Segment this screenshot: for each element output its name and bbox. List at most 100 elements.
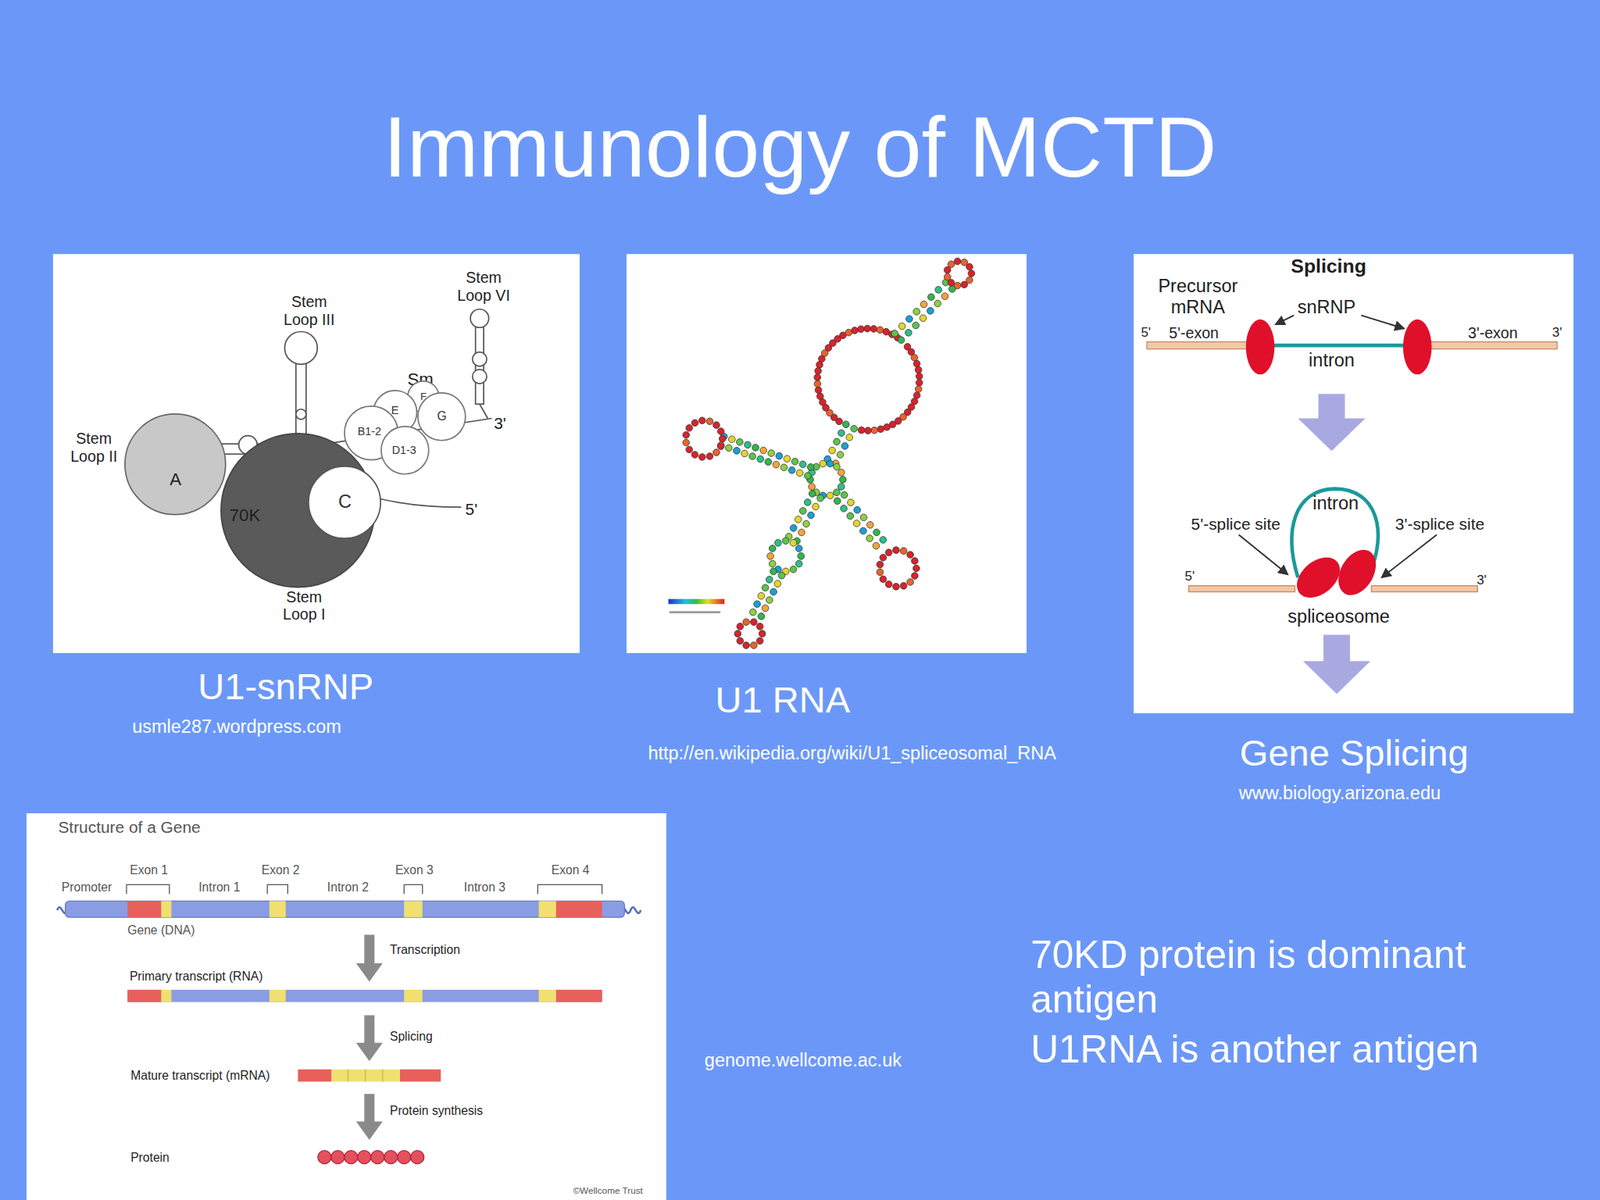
nucleotide-dot — [864, 427, 872, 435]
node-label: D1-3 — [392, 444, 417, 456]
nucleotide-dot — [866, 535, 874, 543]
nucleotide-dot — [943, 273, 951, 281]
stem-loop — [171, 443, 298, 454]
nucleotide-dot — [767, 450, 775, 458]
nucleotide-dot — [757, 455, 765, 463]
nucleotide-dot — [768, 545, 776, 553]
stem-bulge — [239, 435, 258, 455]
nucleotide-dot — [796, 469, 804, 477]
nucleotide-dot — [885, 581, 893, 589]
nucleotide-dot — [713, 421, 721, 429]
nucleotide-dot — [774, 580, 782, 588]
nucleotide-dot — [717, 442, 725, 450]
nucleotide-dot — [765, 576, 773, 584]
nucleotide-dot — [728, 435, 736, 443]
node-label: C — [338, 492, 352, 512]
pointer-arrow — [1381, 534, 1437, 578]
node-circle-shape — [308, 465, 381, 538]
figure-caption: Gene Splicing — [1239, 732, 1469, 775]
intron-label: Intron 2 — [327, 880, 369, 895]
node-label: 70K — [229, 506, 261, 524]
exon-segment — [403, 900, 423, 918]
process-arrow — [356, 1093, 383, 1140]
exon-segment — [556, 900, 603, 918]
protein-a-circle: A — [124, 413, 227, 516]
node-outline — [124, 413, 227, 516]
sm-protein-circle: D1-3 — [380, 425, 430, 475]
nucleotide-dot — [783, 455, 791, 463]
nucleotide-dot — [750, 618, 758, 626]
nucleotide-dot — [947, 260, 955, 268]
exon-label: Exon 1 — [129, 863, 168, 878]
gene-panel — [26, 813, 667, 1200]
stem-bulge — [296, 409, 307, 420]
row-label: Gene (DNA) — [127, 923, 195, 938]
exon-segment — [269, 989, 286, 1003]
exon-segment — [539, 989, 557, 1003]
nucleotide-dot — [682, 439, 690, 447]
nucleotide-dot — [864, 325, 872, 333]
stem-loop-label: Stem Loop I — [275, 588, 333, 624]
nucleotide-dot — [803, 472, 811, 480]
nucleotide-dot — [907, 551, 915, 559]
nucleotide-dot — [817, 494, 825, 502]
nucleotide-dot — [685, 425, 693, 433]
nucleotide-dot — [814, 374, 822, 382]
node-label: B1-2 — [357, 425, 382, 437]
nucleotide-dot — [911, 572, 919, 580]
note-text: U1RNA is another antigen — [1030, 1027, 1479, 1072]
panel-heading: Structure of a Gene — [57, 817, 200, 837]
nucleotide-dot — [826, 460, 834, 468]
nucleotide-dot — [756, 637, 764, 645]
nucleotide-dot — [870, 325, 878, 333]
nucleotide-dot — [750, 608, 758, 616]
nucleotide-dot — [943, 266, 951, 274]
sm-protein-circle: G — [417, 392, 467, 442]
gene-structure-illustration — [57, 884, 641, 1164]
rna-structure — [682, 257, 975, 649]
nucleotide-dot — [953, 257, 961, 265]
stem-loop — [293, 455, 304, 546]
region-label: Promoter — [61, 880, 112, 895]
nucleotide-dot — [706, 417, 714, 425]
rna-strand — [479, 403, 488, 418]
nucleotide-dot — [953, 282, 961, 290]
step-arrow — [1297, 393, 1365, 451]
nucleotide-dot — [934, 300, 942, 308]
nucleotide-dot — [837, 483, 845, 491]
nucleotide-dot — [885, 549, 893, 557]
nucleotide-dot — [853, 506, 861, 514]
nucleotide-dot — [749, 453, 757, 461]
intron-label: Intron 3 — [464, 880, 506, 895]
nucleotide-dot — [717, 428, 725, 436]
nucleotide-dot — [857, 426, 865, 434]
nucleotide-dot — [892, 583, 900, 591]
nucleotide-dot — [766, 596, 774, 604]
rna-strand — [303, 471, 461, 508]
nucleotide-dot — [847, 499, 855, 507]
exon-strand — [1146, 342, 1261, 350]
stem-loop-label: Stem Loop III — [277, 293, 341, 329]
nucleotide-dot — [873, 528, 881, 536]
nucleotide-dot — [897, 336, 905, 344]
nucleotide-dot — [877, 425, 885, 433]
nucleotide-dot — [853, 520, 861, 528]
nucleotide-dot — [846, 512, 854, 520]
row-label: Primary transcript (RNA) — [129, 969, 264, 984]
nucleotide-dot — [753, 600, 761, 608]
nucleotide-dot — [935, 286, 943, 294]
nucleotide-dot — [752, 444, 760, 452]
exon-segment — [127, 900, 161, 918]
nucleotide-dot — [860, 514, 868, 522]
nucleotide-dot — [892, 546, 900, 554]
stem-bulge — [300, 503, 308, 511]
nucleotide-dot — [906, 315, 914, 323]
nucleotide-dot — [837, 469, 845, 477]
nucleotide-dot — [799, 460, 807, 468]
nucleotide-dot — [698, 453, 706, 461]
nucleotide-dot — [833, 497, 841, 505]
nucleotide-dot — [898, 322, 906, 330]
step-arrow — [1303, 634, 1371, 694]
pointer-label: snRNP — [1297, 297, 1356, 319]
nucleotide-dot — [718, 435, 726, 443]
